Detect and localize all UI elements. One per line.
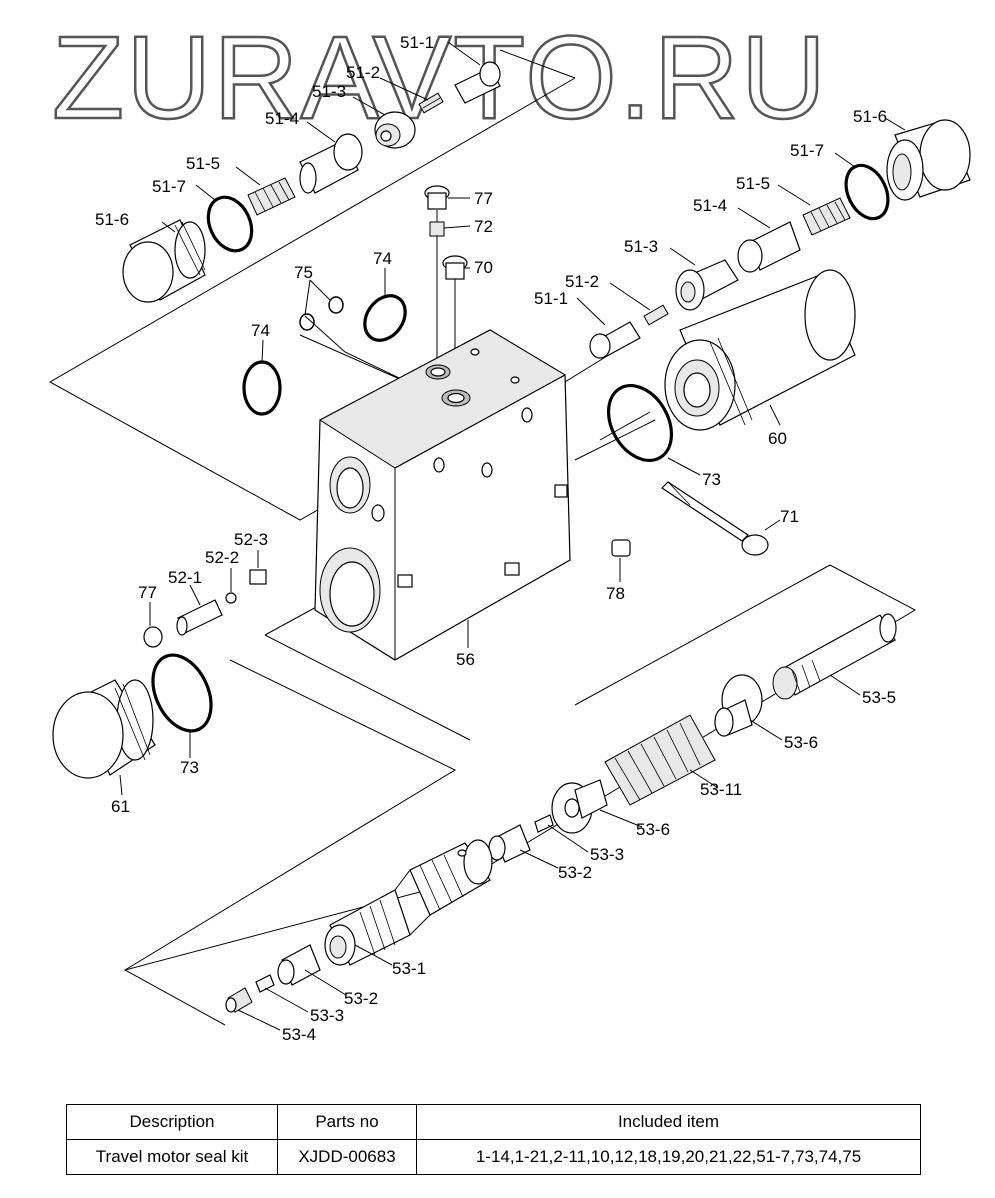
callout-51-2-right: 51-2 [565,272,599,291]
plug-77-top [424,185,450,210]
spring-53-11 [604,714,716,806]
cap-61 [52,679,156,779]
bolt-71 [661,481,769,556]
part-51-1-right [589,321,641,359]
callout-52-3: 52-3 [234,530,268,549]
part-52-1 [176,599,223,636]
part-51-4-right [737,221,801,273]
callout-72: 72 [474,217,493,236]
cover-60 [664,269,856,431]
callout-71: 71 [780,507,799,526]
callout-51-7-right: 51-7 [790,141,824,160]
cell-description: Travel motor seal kit [66,1139,278,1175]
callout-52-1: 52-1 [168,568,202,587]
watermark-text: ZURAVTO.RU [52,12,828,144]
callout-77-top: 77 [474,189,493,208]
poppet-53-3-upper [534,814,554,833]
callout-53-6-upper: 53-6 [784,733,818,752]
valve-body-56 [314,329,571,661]
part-53-6-lower [551,779,608,834]
part-51-3-right [675,259,739,311]
o-ring-74-top [363,294,407,342]
callout-53-11: 53-11 [700,780,742,799]
part-53-2-lower [277,944,321,986]
part-51-2-upper [418,92,444,114]
callout-53-5: 53-5 [862,688,896,707]
callout-78: 78 [606,584,625,603]
table-header-row: Description Parts no Included item [66,1104,921,1140]
callout-51-5-right: 51-5 [736,174,770,193]
callout-52-2: 52-2 [205,548,239,567]
cell-parts-no: XJDD-00683 [277,1139,417,1175]
callout-56: 56 [456,650,475,669]
callout-51-7-upper: 51-7 [152,177,186,196]
header-included-item: Included item [416,1104,921,1140]
callout-51-5-upper: 51-5 [186,154,220,173]
part-53-6-upper [714,674,763,737]
callout-51-3-upper: 51-3 [312,82,346,101]
part-51-5-right [802,197,851,236]
poppet-53-3-lower [255,974,275,993]
header-description: Description [66,1104,278,1140]
cell-included-item: 1-14,1-21,2-11,10,12,18,19,20,21,22,51-7… [416,1139,921,1175]
callout-51-4-right: 51-4 [693,196,727,215]
part-53-2-upper [488,824,531,863]
callout-74-top: 74 [373,249,392,268]
callout-labels: 51-1 51-2 51-3 51-4 51-5 51-7 51-6 51-6 … [95,33,896,1044]
callout-53-3-upper: 53-3 [590,845,624,864]
part-51-2-right [643,304,669,326]
sleeve-53-1 [324,839,493,966]
callout-53-4: 53-4 [282,1025,316,1044]
o-ring-75-b [299,313,315,331]
callout-60: 60 [768,429,787,448]
callout-51-1-upper: 51-1 [400,33,434,52]
callout-75: 75 [294,263,313,282]
callout-51-3-right: 51-3 [624,237,658,256]
callout-53-3-lower: 53-3 [310,1006,344,1025]
plug-72 [429,221,445,237]
callout-51-2-upper: 51-2 [346,63,380,82]
callout-51-6-upper: 51-6 [95,210,129,229]
callout-53-6-lower: 53-6 [636,820,670,839]
part-51-6-right [886,119,971,201]
plug-70 [442,255,468,280]
o-ring-75-a [328,296,344,314]
callout-77-left: 77 [138,583,157,602]
callout-73-left: 73 [180,758,199,777]
o-ring-74-left [242,360,282,416]
part-51-1-upper [454,61,501,104]
callout-51-4-upper: 51-4 [265,109,299,128]
callout-61: 61 [111,797,130,816]
header-parts-no: Parts no [277,1104,417,1140]
ball-52-2 [225,592,237,604]
callout-70: 70 [474,258,493,277]
table-row: Travel motor seal kit XJDD-00683 1-14,1-… [66,1139,921,1175]
callout-74-left: 74 [251,321,270,340]
callout-53-2-upper: 53-2 [558,863,592,882]
o-ring-73-right [606,384,674,462]
plug-78 [611,539,631,557]
part-51-6-upper [122,219,206,303]
leader-lines [119,41,906,1031]
o-ring-73-left [151,653,213,733]
part-52-3 [249,569,267,585]
o-ring-51-7-upper [206,195,254,253]
callout-51-1-right: 51-1 [534,289,568,308]
part-51-3-upper [374,111,416,149]
seal-kit-table: Description Parts no Included item Trave… [66,1104,921,1175]
callout-53-2-lower: 53-2 [344,989,378,1008]
callout-53-1: 53-1 [392,959,426,978]
callout-51-6-right: 51-6 [853,107,887,126]
part-51-5-upper [247,177,296,216]
part-51-4-upper [299,133,363,194]
callout-73-right: 73 [702,470,721,489]
plug-53-4 [225,987,253,1013]
part-53-5 [772,613,897,700]
plug-77-left [143,626,163,648]
